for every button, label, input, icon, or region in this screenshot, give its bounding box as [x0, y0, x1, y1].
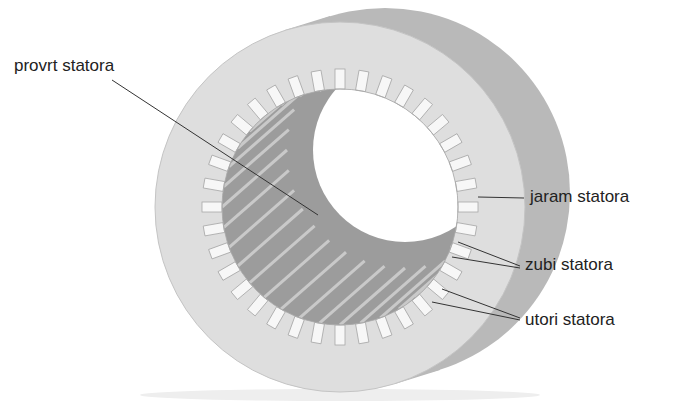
leader-line — [458, 242, 520, 266]
stator-slot — [288, 76, 304, 98]
stator-slot — [247, 98, 268, 120]
slot-stripe — [281, 252, 346, 309]
slot-stripe — [300, 39, 365, 96]
stator-slot — [376, 316, 392, 338]
stator-slot — [209, 243, 231, 259]
stator-slot — [356, 322, 369, 343]
leader-line — [478, 197, 524, 198]
stator-slot — [455, 223, 476, 236]
stator-slot — [335, 325, 345, 345]
stator-slots — [202, 69, 478, 345]
stator-slot — [288, 316, 304, 338]
part-label: utori statora — [525, 310, 615, 330]
stator-slot — [356, 70, 369, 91]
leader-line — [112, 80, 318, 215]
leader-line — [442, 289, 520, 318]
stator-slot — [311, 70, 324, 91]
stator-slot — [376, 76, 392, 98]
leader-line — [432, 302, 520, 320]
slot-stripe — [451, 190, 516, 247]
slot-stripe — [360, 266, 425, 323]
bore-edge — [222, 89, 458, 325]
stator-slot — [412, 294, 433, 316]
slot-stripe — [264, 240, 329, 297]
stator-slot — [203, 223, 224, 236]
stator-slot — [412, 98, 433, 120]
part-label: provrt statora — [14, 56, 114, 76]
stator-slot — [427, 114, 449, 135]
stator-slot — [335, 69, 345, 89]
stator-slot — [209, 155, 231, 171]
slot-stripe — [250, 226, 315, 283]
part-label: jaram statora — [530, 187, 629, 207]
slot-stripe — [238, 209, 303, 266]
slot-stripe — [456, 170, 521, 227]
stator-slot — [427, 279, 449, 300]
leader-line — [452, 257, 520, 268]
slot-stripe — [416, 240, 481, 297]
leader-lines — [112, 80, 524, 320]
stator-slot — [449, 243, 471, 259]
bore-opening — [313, 58, 497, 242]
slot-stripe — [360, 34, 425, 91]
stator-slot — [247, 294, 268, 316]
slot-stripe — [238, 91, 303, 148]
slot-stripe — [264, 60, 329, 117]
stator-slot — [231, 114, 253, 135]
stator-slot — [449, 155, 471, 171]
stator-slot — [458, 202, 478, 212]
slot-stripe — [300, 261, 365, 318]
stator-bore — [200, 32, 523, 347]
stator-slot — [202, 202, 222, 212]
slot-stripe — [229, 190, 294, 247]
slot-stripe — [224, 130, 289, 187]
stator-slot — [203, 178, 224, 191]
slot-stripe — [320, 34, 385, 91]
stator-slot — [311, 322, 324, 343]
stator-slot — [231, 279, 253, 300]
slot-stripe — [320, 266, 385, 323]
stator-slot — [455, 178, 476, 191]
stator-face — [155, 22, 525, 392]
slot-stripe — [380, 39, 445, 96]
part-label: zubi statora — [525, 255, 613, 275]
slot-stripes — [222, 32, 523, 325]
slot-stripe — [340, 32, 405, 89]
